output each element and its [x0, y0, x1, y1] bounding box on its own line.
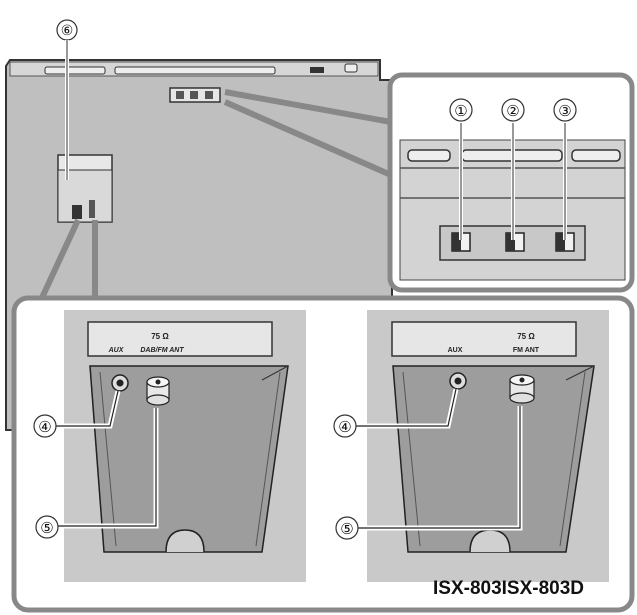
zoom-lines-bottom [37, 218, 98, 304]
callout-3-label: ③ [558, 102, 571, 120]
connector-panel-right: 75 Ω AUX FM ANT [356, 310, 609, 582]
switch-2 [505, 232, 525, 252]
connector-inset: 75 Ω AUX DAB/FM ANT [11, 295, 635, 613]
callout-6-label: ⑥ [61, 23, 74, 39]
callout-1: ① [449, 98, 473, 240]
connector-panel-left: 75 Ω AUX DAB/FM ANT [56, 310, 306, 582]
callout-5-left-label: ⑤ [40, 519, 53, 537]
callout-5-right-label: ⑤ [340, 520, 353, 538]
callout-4-left: ④ [33, 414, 57, 438]
callout-4-right-label: ④ [338, 418, 351, 436]
callout-5-right: ⑤ [335, 516, 359, 540]
model-label: ISX-803ISX-803D [433, 578, 585, 599]
switch-inset: ① ② ③ [387, 72, 635, 293]
callout-5-left: ⑤ [35, 515, 59, 539]
callout-3: ③ [553, 98, 577, 240]
callout-4-right: ④ [333, 414, 357, 438]
top-button-row [44, 63, 358, 75]
right-antenna-label: FM ANT [513, 347, 540, 354]
right-aux-jack [449, 372, 467, 390]
left-antenna-label: DAB/FM ANT [140, 347, 184, 354]
right-antenna-connector [509, 374, 535, 404]
callout-1-label: ① [454, 102, 467, 120]
left-aux-jack [111, 374, 129, 392]
right-impedance-label: 75 Ω [517, 332, 535, 341]
left-impedance-label: 75 Ω [151, 332, 169, 341]
callout-4-left-label: ④ [38, 418, 51, 436]
device-switch-group [169, 87, 221, 103]
right-aux-label: AUX [448, 347, 463, 354]
callout-2-label: ② [506, 102, 519, 120]
callout-2: ② [501, 98, 525, 240]
callout-6: ⑥ [56, 19, 78, 180]
left-aux-label: AUX [108, 347, 125, 354]
zoom-lines-top [223, 89, 393, 178]
left-antenna-connector [146, 376, 170, 406]
